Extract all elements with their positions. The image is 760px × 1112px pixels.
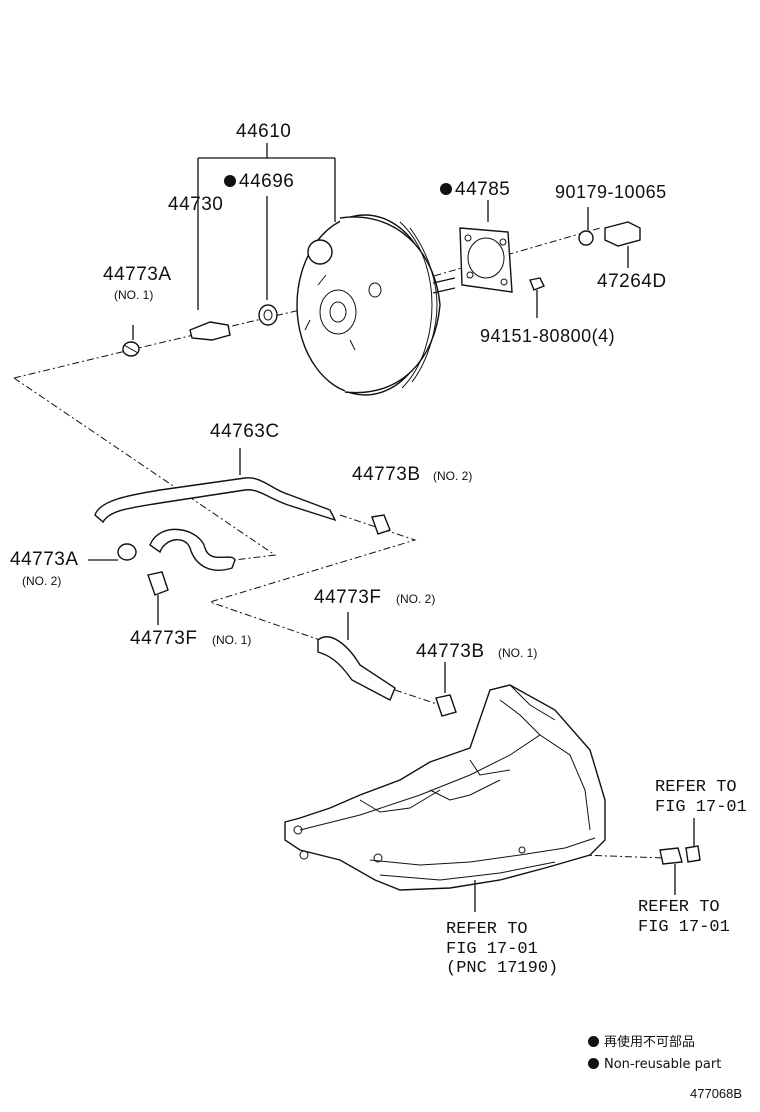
label-44773b-no1: 44773B <box>416 641 485 662</box>
clip-44773a-no1 <box>122 325 140 357</box>
label-44763c: 44763C <box>210 421 280 442</box>
sublabel-44773b-no1: (NO. 1) <box>498 646 538 660</box>
label-44773b-no2: 44773B <box>352 464 421 485</box>
sensor-parts <box>659 818 701 895</box>
sublabel-44773f-no2: (NO. 2) <box>396 592 436 606</box>
label-44696: 44696 <box>224 172 294 191</box>
figure-code: 477068B <box>690 1086 743 1101</box>
sublabel-44773a-no1: (NO. 1) <box>114 288 154 302</box>
check-valve-44730 <box>189 321 231 341</box>
refer-note-manifold: REFER TO FIG 17-01 (PNC 17190) <box>446 920 559 979</box>
legend-jp: 再使用不可部品 <box>588 1036 695 1049</box>
label-44773f-no1: 44773F <box>130 628 198 649</box>
filled-circle-icon <box>588 1058 599 1069</box>
clip-44773a-no2 <box>88 543 137 561</box>
refer-note-bottom-right: REFER TO FIG 17-01 <box>638 898 730 937</box>
sublabel-44773a-no2: (NO. 2) <box>22 574 62 588</box>
non-reusable-marker-icon <box>224 174 236 187</box>
non-reusable-marker-icon <box>440 182 452 195</box>
brake-booster <box>296 214 456 396</box>
hose-44773f-no1 <box>147 571 169 625</box>
sublabel-44773b-no2: (NO. 2) <box>433 469 473 483</box>
nut-94151 <box>529 277 545 318</box>
grommet-44696 <box>258 304 278 326</box>
label-44785: 44785 <box>440 180 510 199</box>
label-44773f-no2: 44773F <box>314 587 382 608</box>
clip-44773b-no1 <box>435 662 457 717</box>
nut-90179 <box>578 207 594 246</box>
gasket-44785 <box>459 200 513 293</box>
group-bracket-44610 <box>197 143 336 310</box>
sublabel-44773f-no1: (NO. 1) <box>212 633 252 647</box>
label-44730: 44730 <box>168 194 224 215</box>
label-44610: 44610 <box>236 121 292 142</box>
label-90179-10065: 90179-10065 <box>555 182 667 202</box>
clevis-47264d <box>604 221 641 268</box>
label-44773a-no1: 44773A <box>103 264 172 285</box>
filled-circle-icon <box>588 1036 599 1047</box>
label-94151-80800: 94151-80800(4) <box>480 326 616 346</box>
refer-note-top-right: REFER TO FIG 17-01 <box>655 778 747 817</box>
intake-manifold <box>284 684 606 912</box>
hose-44763c <box>94 448 337 571</box>
clip-44773b-no2 <box>371 514 391 535</box>
legend-en: Non-reusable part <box>588 1058 721 1071</box>
hose-44773f-no2 <box>317 612 396 701</box>
label-47264d: 47264D <box>597 271 667 292</box>
label-44773a-no2: 44773A <box>10 549 79 570</box>
